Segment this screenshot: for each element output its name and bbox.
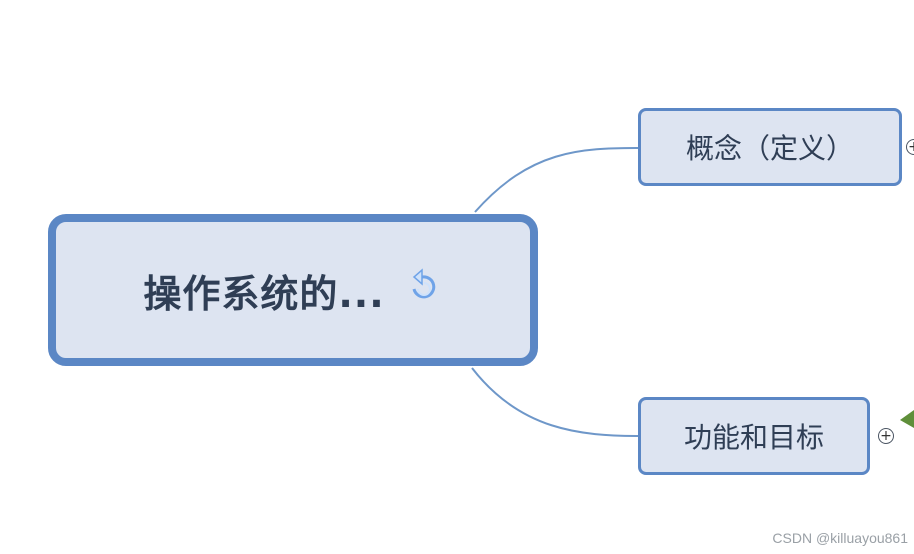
subtopic-concept[interactable]: 概念（定义）	[638, 108, 902, 186]
expand-concept-button[interactable]: +	[906, 139, 914, 155]
plus-icon: +	[880, 428, 892, 444]
expand-function-button[interactable]: +	[878, 428, 894, 444]
refresh-icon[interactable]	[405, 267, 443, 314]
root-topic-node[interactable]: 操作系统的...	[48, 214, 538, 366]
subtopic-function[interactable]: 功能和目标	[638, 397, 870, 475]
subtopic-concept-label: 概念（定义）	[685, 132, 854, 165]
plus-icon: +	[908, 139, 914, 155]
green-arrow-icon	[900, 410, 914, 428]
connector-to-function	[471, 367, 641, 437]
watermark: CSDN @killuayou861	[772, 530, 908, 546]
connector-to-concept	[474, 147, 641, 213]
root-topic-label: 操作系统的...	[143, 271, 385, 316]
subtopic-function-label: 功能和目标	[683, 421, 824, 454]
